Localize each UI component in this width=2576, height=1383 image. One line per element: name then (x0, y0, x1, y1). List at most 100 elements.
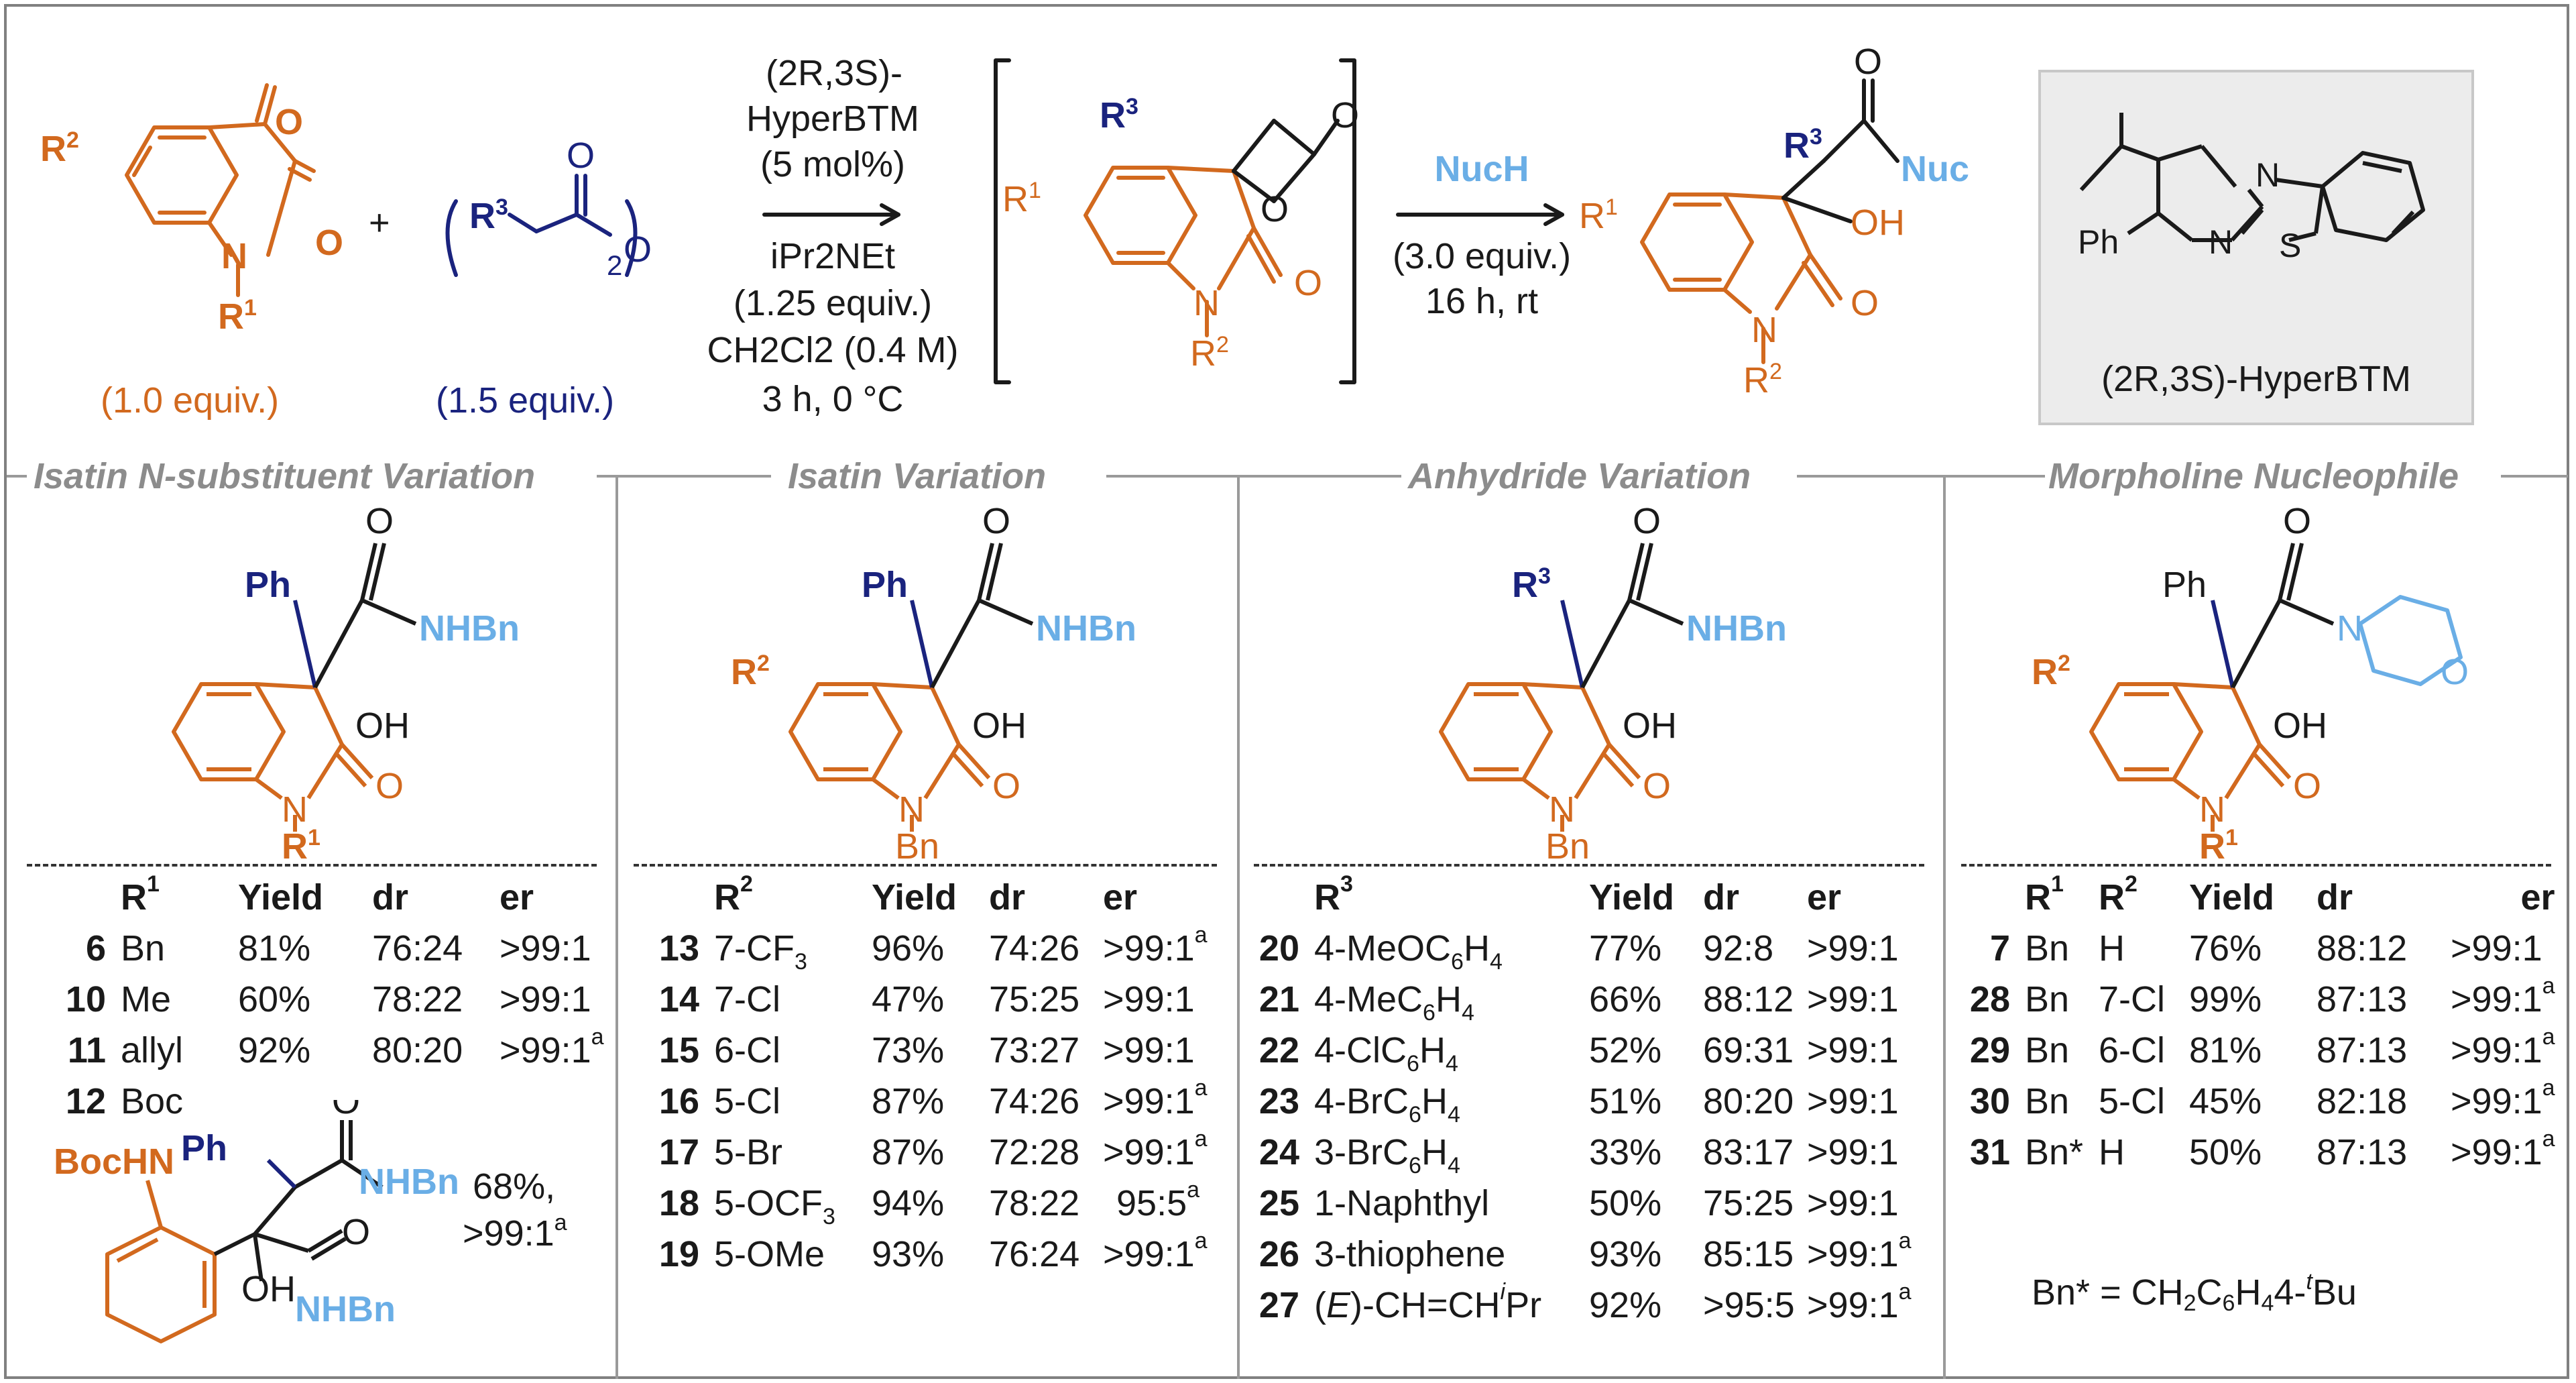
dr: 75:25 (989, 979, 1080, 1019)
hyperbtm-s-label: S (2279, 227, 2301, 264)
entry-number: 10 (65, 979, 106, 1019)
section-title-morpholine: Morpholine Nucleophile (2048, 456, 2459, 496)
yield: 33% (1589, 1132, 1662, 1172)
reaction-scheme: R2 O O N R1 R3 O 2 O R3 O O R1 O N R2 R3… (40, 42, 1969, 400)
rule-3 (1797, 475, 2045, 478)
product-structure (1640, 192, 1842, 364)
base-equiv: (1.25 equiv.) (733, 283, 933, 323)
table-header-row: R1 R2 Yield dr er (1961, 872, 2555, 923)
dr: 88:12 (2317, 928, 2408, 969)
substituent: Bn (121, 928, 166, 969)
table-row: 14 7-Cl 47% 75:25 >99:1 (634, 974, 1217, 1025)
p1-oh: OH (355, 706, 410, 746)
plus-sign: + (369, 203, 390, 243)
col-yield: Yield (238, 877, 324, 918)
p2-bn: Bn (895, 826, 939, 859)
col-yield: Yield (1589, 877, 1675, 918)
boc-nhbn1: NHBn (359, 1162, 459, 1202)
r2: H (2099, 1132, 2125, 1172)
intermediate-r1-label: R1 (1002, 178, 1041, 219)
entry-number: 14 (658, 979, 699, 1019)
entry-number: 18 (658, 1183, 699, 1223)
yield: 52% (1589, 1030, 1662, 1070)
p3-bn: Bn (1545, 826, 1590, 859)
section-title-n-substituent: Isatin N-substituent Variation (34, 456, 536, 496)
product-nuc-label: Nuc (1901, 149, 1969, 189)
r1: Bn (2025, 928, 2070, 969)
er: >99:1a (2451, 973, 2555, 1019)
entry-number: 27 (1258, 1285, 1299, 1325)
anhydride-structure (445, 174, 638, 277)
entry-number: 29 (1969, 1030, 2010, 1070)
product-o-label: O (1854, 42, 1882, 82)
entry-number: 26 (1258, 1234, 1299, 1274)
dr: 72:28 (989, 1132, 1080, 1172)
er: >99:1a (1103, 1126, 1208, 1172)
dr: 87:13 (2317, 1030, 2408, 1070)
entry-number: 24 (1258, 1132, 1299, 1172)
product-r1-label: R1 (1579, 195, 1618, 236)
er: >99:1 (500, 928, 591, 969)
er: >99:1a (2451, 1024, 2555, 1070)
yield: 77% (1589, 928, 1662, 969)
p3-n: N (1549, 789, 1575, 830)
col-er: er (1103, 877, 1138, 918)
p3-r3: R3 (1512, 563, 1551, 605)
table-row: 11 allyl 92% 80:20 >99:1a (27, 1025, 620, 1076)
p1-ph: Ph (245, 565, 291, 605)
table-row: 25 1-Naphthyl 50% 75:25 >99:1 (1250, 1178, 1921, 1229)
yield: 50% (1589, 1183, 1662, 1223)
table-header-row: R1 Yield dr er (27, 872, 620, 923)
p4-oh: OH (2273, 706, 2327, 746)
p2-n: N (898, 789, 925, 830)
product-r2-label: R2 (1743, 359, 1782, 400)
col-r1: R1 (2025, 871, 2064, 918)
yield: 92% (1589, 1285, 1662, 1325)
isatin-r2-label: R2 (40, 127, 79, 169)
substituent: 4-MeOC6H4 (1314, 928, 1503, 975)
table-row: 31 Bn* H 50% 87:13 >99:1a (1961, 1127, 2555, 1178)
substituent: 5-Br (714, 1132, 783, 1172)
table-row: 15 6-Cl 73% 73:27 >99:1 (634, 1025, 1217, 1076)
divider-1 (616, 476, 618, 1379)
dr: 75:25 (1703, 1183, 1794, 1223)
p3-o: O (1633, 501, 1661, 541)
table-row: 20 4-MeOC6H4 77% 92:8 >99:1 (1250, 923, 1921, 974)
substituent: 5-OCF3 (714, 1183, 835, 1229)
p3-nhbn: NHBn (1686, 608, 1787, 649)
entry-number: 7 (1989, 928, 2010, 969)
intermediate-n-label: N (1193, 283, 1220, 323)
anhydride-r3-label: R3 (469, 195, 508, 236)
anhydride-o2-label: O (624, 229, 652, 270)
solvent: CH2Cl2 (0.4 M) (707, 330, 959, 370)
r2: 5-Cl (2099, 1081, 2166, 1121)
r2: H (2099, 928, 2125, 969)
p2-nhbn: NHBn (1036, 608, 1136, 649)
er: >99:1a (1103, 1075, 1208, 1121)
table-row: 21 4-MeC6H4 66% 88:12 >99:1 (1250, 974, 1921, 1025)
yield: 51% (1589, 1081, 1662, 1121)
col-r2: R2 (714, 871, 753, 918)
er: >99:1 (1807, 1183, 1899, 1223)
substituent: 3-thiophene (1314, 1234, 1506, 1274)
intermediate-o2-label: O (1261, 189, 1289, 229)
figure-frame (4, 4, 2569, 1379)
entry-number: 6 (85, 928, 106, 969)
hyperbtm-n1-label: N (2256, 156, 2280, 194)
entry-number: 15 (658, 1030, 699, 1070)
dr: 88:12 (1703, 979, 1794, 1019)
r1: Bn (2025, 1081, 2070, 1121)
divider-2 (1237, 476, 1240, 1379)
substituent: 7-Cl (714, 979, 781, 1019)
yield: 76% (2189, 928, 2262, 969)
r1: Bn* (2025, 1132, 2084, 1172)
table-header-row: R3 Yield dr er (1250, 872, 1921, 923)
boc-bochn: BocHN (54, 1142, 174, 1182)
product-n-label: N (1751, 310, 1777, 350)
product-r3-label: R3 (1783, 124, 1822, 166)
section-title-isatin: Isatin Variation (788, 456, 1047, 496)
product-oh-label: OH (1851, 203, 1905, 243)
col-yield: Yield (2189, 877, 2275, 918)
entry-number: 28 (1969, 979, 2010, 1019)
substituent: 7-CF3 (714, 928, 807, 975)
